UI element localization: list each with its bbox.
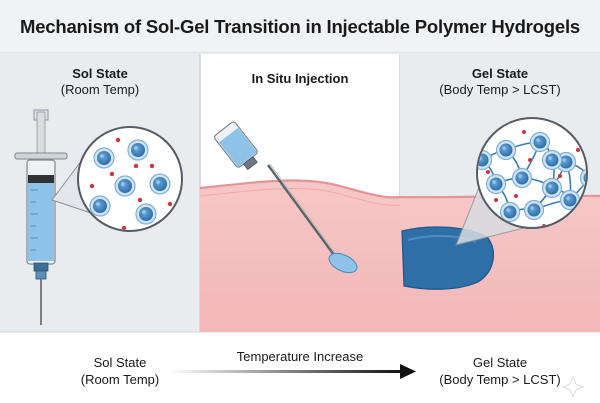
bottom-label-line: Sol State [93,355,147,370]
polymer-dot [514,194,518,198]
polymer-dot [121,225,127,230]
micelle-core [559,155,573,169]
polymer-dot [558,174,562,178]
header-band [0,0,600,53]
micelle-core [533,135,547,149]
micelle-core [527,203,541,217]
polymer-dot [149,163,155,169]
network-icon [476,117,588,229]
arrow-label: Temperature Increase [236,349,364,364]
panel-title-sol: Sol State (Room Temp) [20,66,180,98]
micelle-core [139,207,153,221]
micelle-core [503,205,517,219]
micelle-core [563,193,577,207]
panel-heading: Gel State [471,66,529,81]
temperature-arrow [170,364,416,379]
sparkle-icon [561,375,585,399]
bottom-label-line: (Body Temp > LCST) [439,372,561,387]
panel-title-gel: Gel State (Body Temp > LCST) [420,66,580,98]
micelle-core [93,199,107,213]
micelle-core [515,171,529,185]
micelle-core [545,181,559,195]
tissue-illustration [199,179,401,332]
bottom-label-line: Gel State [472,355,528,370]
micelle-core [153,177,167,191]
polymer-dot [115,137,121,143]
panel-subheading: (Room Temp) [60,82,140,97]
polymer-dot [109,171,115,177]
syringe-icon [14,109,68,325]
polymer-dot [522,130,526,134]
panel-title-injection: In Situ Injection [220,71,380,87]
needle-icon [213,121,358,274]
micelle-core [545,153,559,167]
polymer-dot [137,197,143,203]
panel-heading: Sol State [72,66,128,81]
micelle-core [118,179,132,193]
micelle-core [489,177,503,191]
micelle-core [131,143,145,157]
bottom-label-line: (Room Temp) [80,372,160,387]
micelle-core [97,151,111,165]
bottom-label-sol: Sol State (Room Temp) [40,354,200,388]
polymer-dot [494,198,498,202]
panel-heading: In Situ Injection [251,71,349,86]
panel-subheading: (Body Temp > LCST) [439,82,561,97]
polymer-dot [133,163,139,169]
polymer-dot [89,183,95,189]
polymer-dot [167,201,173,207]
polymer-dot [486,170,490,174]
micelle-core [499,143,513,157]
polymer-dot [576,148,580,152]
micelle-icon [77,126,183,232]
polymer-dot [528,158,532,162]
diagram-title: Mechanism of Sol-Gel Transition in Injec… [19,16,580,37]
bottom-label-gel: Gel State (Body Temp > LCST) [410,354,590,388]
